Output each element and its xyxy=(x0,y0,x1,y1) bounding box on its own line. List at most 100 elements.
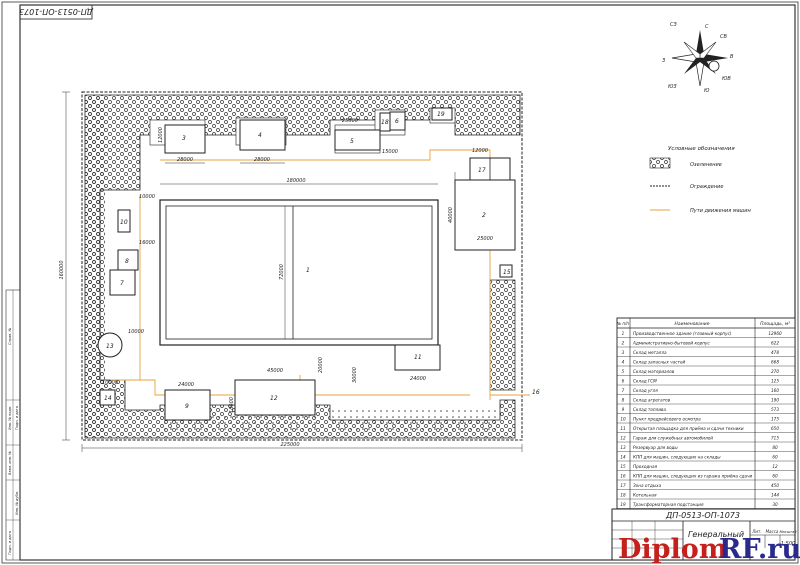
compass-ne: СВ xyxy=(720,34,727,40)
building-13 xyxy=(97,332,123,358)
building-9 xyxy=(164,389,211,421)
stamp-6: Подп. и дата xyxy=(8,531,12,555)
building-14 xyxy=(99,389,116,406)
building-18 xyxy=(379,112,391,132)
building-8-label: 8 xyxy=(125,258,129,265)
legend-item-2: Ограждение xyxy=(690,184,723,190)
compass-n: С xyxy=(705,24,709,30)
building-17-label: 17 xyxy=(478,167,486,174)
building-8 xyxy=(117,249,139,271)
watermark-main: Diplom xyxy=(618,534,727,565)
building-12 xyxy=(234,379,316,416)
table-cell: 144 xyxy=(771,492,779,497)
building-1-label: 1 xyxy=(306,267,310,274)
dim-8: 10000 xyxy=(139,194,155,200)
legend: Условные обозначения Озеленение Огражден… xyxy=(649,146,751,214)
table-cell: Пункт предрейсового осмотра xyxy=(633,416,701,421)
table-cell: 1 xyxy=(622,331,625,336)
building-11-label: 11 xyxy=(414,354,422,361)
building-16-label: 16 xyxy=(532,389,540,396)
table-cell: 12960 xyxy=(768,331,782,336)
table-header-name: Наименование xyxy=(675,321,710,327)
compass-s: Ю xyxy=(704,88,710,94)
dim-10: 24000 xyxy=(178,382,194,388)
building-3-label: 3 xyxy=(182,135,186,142)
table-cell: 7 xyxy=(622,388,625,393)
scale-label: Масштаб xyxy=(779,530,797,534)
table-header-num: № п/п xyxy=(616,321,629,326)
building-18-label: 18 xyxy=(381,119,389,126)
dim-building-width: 180000 xyxy=(286,178,305,184)
compass-nw: СЗ xyxy=(670,22,677,28)
legend-greenery-icon xyxy=(649,157,671,169)
stamp-5: Инв. № дубл. xyxy=(15,491,19,515)
table-cell: 60 xyxy=(772,473,778,478)
dim-17: 18000 xyxy=(229,397,235,413)
dim-4: 15000 xyxy=(382,149,398,155)
code-box-top xyxy=(19,4,93,20)
title-block: ДП-0513-ОП-1073 Генеральный Лит. Масса М… xyxy=(611,508,797,561)
table-cell: 4 xyxy=(622,359,625,364)
table-cell: Склад материалов xyxy=(633,369,675,374)
table-cell: Склад запасных частей xyxy=(633,359,686,364)
dim-11: 45000 xyxy=(267,368,283,374)
building-10 xyxy=(117,209,131,233)
dim-18: 12000 xyxy=(158,127,164,143)
table-cell: 160 xyxy=(771,388,779,393)
sheet-inner-frame xyxy=(19,4,796,561)
building-10-label: 10 xyxy=(120,219,128,226)
table-cell: 9 xyxy=(622,407,625,412)
table-cell: 5 xyxy=(622,369,625,374)
stage-label: Лит. xyxy=(751,529,761,534)
table-cell: Склад угля xyxy=(633,388,658,393)
dim-7: 25000 xyxy=(477,236,493,242)
building-19 xyxy=(431,107,453,121)
building-12-label: 12 xyxy=(270,395,278,402)
table-cell: 190 xyxy=(771,397,779,402)
building-2-label: 2 xyxy=(482,212,486,219)
stamp-4: Взам. инв. № xyxy=(8,451,12,475)
table-cell: 30 xyxy=(772,502,778,507)
scale-value: 1:500 xyxy=(781,541,795,547)
building-14-label: 14 xyxy=(104,395,112,402)
table-cell: 175 xyxy=(771,416,779,421)
building-5 xyxy=(334,129,381,151)
table-cell: 12 xyxy=(620,435,626,440)
table-cell: 450 xyxy=(771,483,779,488)
table-cell: 16 xyxy=(620,473,626,478)
table-cell: Котельная xyxy=(633,492,657,497)
building-4-label: 4 xyxy=(258,132,262,139)
table-cell: 19 xyxy=(620,502,626,507)
dim-13: 10000 xyxy=(102,380,118,386)
dim-site-width: 225000 xyxy=(280,442,299,448)
compass-w: З xyxy=(662,58,666,64)
table-cell: Склад топлива xyxy=(633,407,667,412)
table-cell: 668 xyxy=(771,359,779,364)
stamp-1: Справ. № xyxy=(8,328,12,345)
table-cell: 13 xyxy=(620,445,626,450)
watermark-logo: Diplom RF.ru xyxy=(618,534,800,565)
table-cell: 622 xyxy=(771,340,779,345)
dim-building-height: 72000 xyxy=(279,264,285,280)
compass-rose-icon: С СВ В ЮВ Ю ЮЗ З СЗ xyxy=(662,22,734,94)
dim-9: 16000 xyxy=(139,240,155,246)
dim-15: 20000 xyxy=(318,357,324,373)
legend-item-3: Пути движения машин xyxy=(690,208,751,214)
dim-14: 10000 xyxy=(128,329,144,335)
drawing-code-rotated: ДП-0513-ОП-1073 xyxy=(19,7,94,16)
building-15-label: 15 xyxy=(503,269,511,276)
table-cell: Склад ГСМ xyxy=(633,378,657,383)
table-cell: 15 xyxy=(620,464,626,469)
dim-site-height: 160000 xyxy=(59,260,65,279)
building-7 xyxy=(109,269,136,296)
legend-title: Условные обозначения xyxy=(668,146,735,152)
dim-16: 30000 xyxy=(352,367,358,383)
stamp-3: Подп. и дата xyxy=(15,406,19,430)
table-cell: 17 xyxy=(620,483,626,488)
dim-1: 28000 xyxy=(177,157,193,163)
building-1 xyxy=(159,199,439,346)
building-11 xyxy=(394,344,441,371)
dim-6: 40000 xyxy=(448,207,454,223)
dim-2: 28000 xyxy=(254,157,270,163)
